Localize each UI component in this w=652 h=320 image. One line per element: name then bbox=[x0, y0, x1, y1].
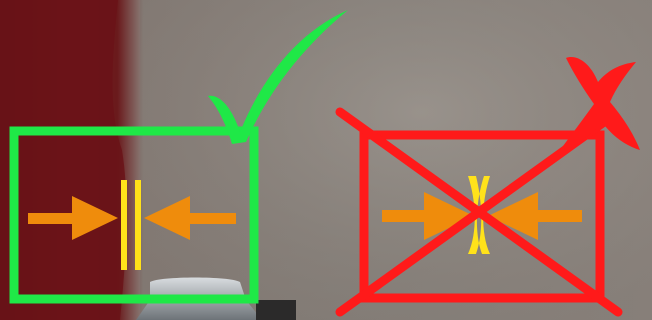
arrow-left-shaft bbox=[28, 213, 76, 224]
arrow-right-shaft bbox=[186, 213, 236, 224]
yellow-line-a bbox=[121, 180, 127, 270]
red-object-edge bbox=[0, 0, 126, 320]
orange-arrow-right-shaft bbox=[532, 210, 582, 222]
yellow-line-b bbox=[135, 180, 141, 270]
dark-gap bbox=[256, 300, 296, 320]
orange-arrow-left-shaft bbox=[382, 210, 430, 222]
